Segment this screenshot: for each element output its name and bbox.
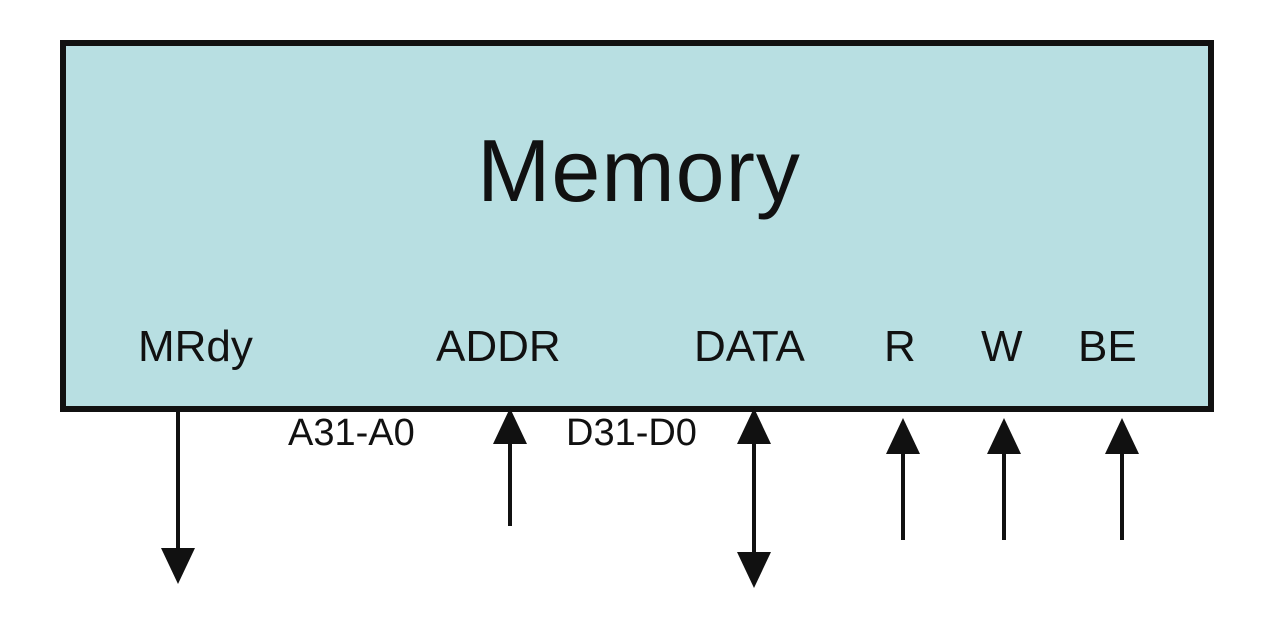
pin-label-be: BE: [1078, 322, 1137, 371]
pin-label-addr: ADDR: [436, 322, 561, 371]
w-input-arrow: [987, 418, 1021, 540]
mrdy-output-arrow: [161, 408, 195, 584]
pin-label-data: DATA: [694, 322, 805, 371]
addr-input-arrow: [493, 408, 527, 526]
pin-label-w: W: [981, 322, 1023, 371]
data-bus-label: D31-D0: [566, 412, 697, 454]
memory-block: [60, 40, 1214, 412]
data-bidirectional-arrow: [737, 408, 771, 588]
be-input-arrow: [1105, 418, 1139, 540]
pin-label-mrdy: MRdy: [138, 322, 253, 371]
address-bus-label: A31-A0: [288, 412, 415, 454]
memory-title: Memory: [477, 121, 801, 220]
pin-label-r: R: [884, 322, 916, 371]
r-input-arrow: [886, 418, 920, 540]
